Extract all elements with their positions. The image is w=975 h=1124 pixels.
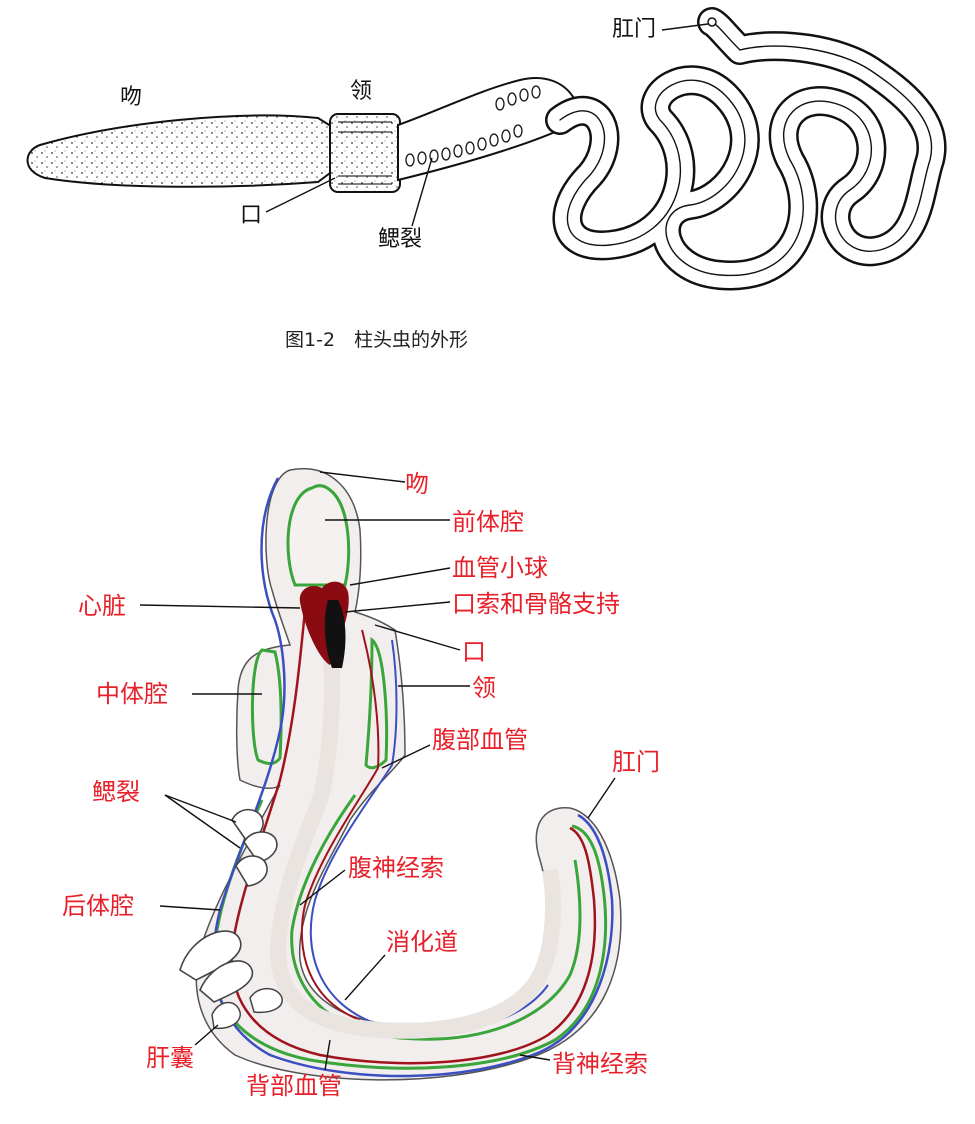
fig2-label-protocoel: 前体腔 [452, 508, 524, 536]
figure-1-external-form: 吻 领 肛门 口 鳃裂 图1-2 柱头虫的外形 [26, 7, 947, 351]
gill-slit-loops [179, 808, 278, 1003]
fig2-label-collar: 领 [472, 674, 496, 702]
dorsal-vessel-line [230, 609, 597, 1065]
fig2-label-dorsal-nerve: 背神经索 [552, 1050, 648, 1078]
body-outline [195, 467, 622, 1081]
gill-slit-marks [405, 85, 541, 167]
fig2-label-gill-slits: 鳃裂 [92, 778, 140, 806]
fig2-label-mouth: 口 [462, 638, 486, 666]
coiled-trunk [545, 7, 947, 291]
stomochord-shape [324, 600, 346, 668]
gut-tube [269, 639, 561, 1039]
proboscis-shape [26, 114, 335, 188]
fig1-caption: 图1-2 柱头虫的外形 [285, 329, 468, 351]
fig2-label-glomerulus: 血管小球 [452, 554, 548, 582]
ventral-vessel-line [300, 629, 380, 1021]
fig2-label-stomochord: 口索和骨骼支持 [452, 590, 620, 618]
fig2-label-heart: 心脏 [78, 592, 126, 620]
fig2-label-anus: 肛门 [612, 748, 660, 776]
figure-2-internal-structure: 吻 前体腔 血管小球 心脏 口索和骨骼支持 口 中体腔 领 腹部血管 肛门 鳃裂… [62, 467, 660, 1100]
collar-shape [329, 113, 401, 193]
fig2-label-ventral-nerve: 腹神经索 [348, 854, 444, 882]
fig2-label-ventral-vessel: 腹部血管 [432, 726, 528, 754]
fig1-label-gill-slits: 鳃裂 [378, 227, 422, 252]
fig2-label-hepatic-caeca: 肝囊 [146, 1044, 194, 1072]
protocoel-outline [286, 484, 351, 587]
hepatic-caeca-bumps [211, 987, 283, 1030]
fig2-label-proboscis: 吻 [405, 470, 429, 498]
mesocoel-ventral-outline [364, 636, 389, 770]
fig2-label-gut: 消化道 [386, 928, 458, 956]
fig1-label-mouth: 口 [240, 203, 262, 228]
fig1-label-proboscis: 吻 [120, 85, 142, 110]
fig1-label-anus: 肛门 [612, 17, 656, 42]
fig2-leader-lines [139, 471, 616, 1071]
fig2-label-dorsal-vessel: 背部血管 [246, 1072, 342, 1100]
fig2-label-mesocoel: 中体腔 [96, 680, 168, 708]
fig1-label-collar: 领 [350, 79, 372, 104]
fig2-label-metacoel: 后体腔 [62, 892, 134, 920]
